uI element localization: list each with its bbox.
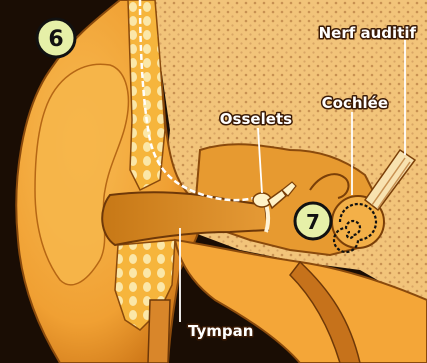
label-cochlee: Cochlée	[322, 94, 388, 112]
label-nerf-auditif: Nerf auditif	[319, 24, 417, 42]
lower-canal	[148, 300, 170, 363]
label-osselets: Osselets	[220, 110, 292, 128]
badge-6: 6	[37, 19, 75, 57]
badge-7-text: 7	[306, 210, 320, 234]
label-tympan: Tympan	[188, 322, 253, 340]
badge-7: 7	[295, 203, 331, 239]
badge-6-text: 6	[48, 27, 63, 52]
